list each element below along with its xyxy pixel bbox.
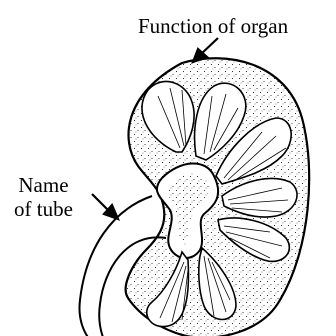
tube-name-label: Name of tube: [14, 173, 73, 221]
tube-name-line2: of tube: [14, 197, 73, 221]
organ-function-label: Function of organ: [138, 14, 288, 38]
tube-arrow: [92, 194, 118, 219]
tube-name-line1: Name: [14, 173, 73, 197]
